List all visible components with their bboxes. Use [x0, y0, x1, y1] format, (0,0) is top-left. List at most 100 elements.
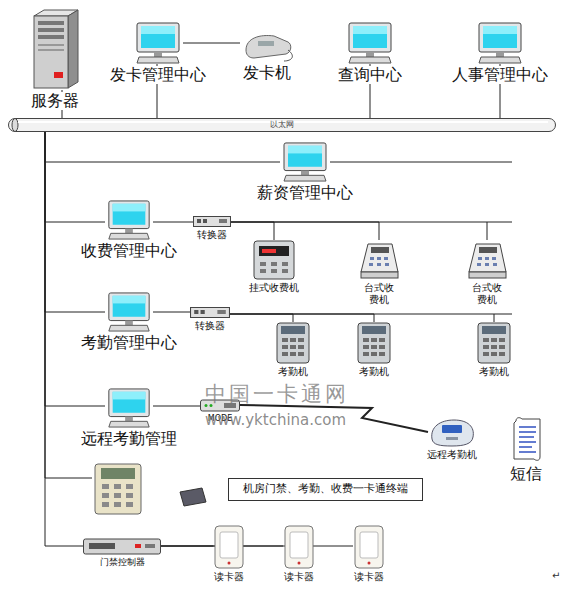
remote-attendance-node: 远程考勤机 — [428, 417, 476, 447]
cardmachine-icon — [240, 30, 294, 62]
node-label: 服务器 — [31, 92, 79, 110]
monitor-icon-part — [125, 321, 133, 326]
cardmachine-icon-part — [258, 41, 274, 46]
monitor-icon-part — [109, 389, 149, 417]
monitor-icon-part — [109, 421, 149, 427]
computer-node: 薪资管理中心 — [280, 142, 330, 182]
server-icon-part — [54, 72, 63, 78]
attendance-icon-part — [282, 345, 288, 349]
connector — [183, 43, 240, 44]
paydesk-icon-part — [385, 263, 389, 266]
terminal-icon-part — [101, 468, 135, 479]
monitor-icon-part — [109, 233, 149, 239]
node-label: 读卡器 — [284, 571, 314, 583]
server-icon-part — [34, 16, 68, 88]
pos-terminal-node: 台式收费机 — [358, 240, 400, 280]
attendance-icon-part — [379, 338, 385, 342]
payhang-icon-part — [282, 262, 288, 266]
monitor-icon — [133, 22, 183, 64]
converter-icon-part — [194, 217, 231, 227]
node-label: 收费管理中心 — [81, 242, 177, 260]
terminal-icon-part — [180, 488, 206, 506]
paydesk-icon-part — [478, 257, 482, 260]
node-label: 发卡机 — [243, 64, 291, 82]
node-label: 以太网 — [270, 118, 294, 132]
monitor-icon-part — [366, 52, 374, 57]
reader-icon-part — [368, 562, 371, 565]
paydesk-icon-part — [369, 263, 373, 266]
monitor-icon-part — [479, 57, 521, 63]
remote-icon — [428, 417, 476, 447]
monitor-icon-part — [301, 171, 309, 176]
terminal-icon-part — [102, 502, 109, 507]
reader-icon — [353, 525, 385, 569]
ethernet-bus: 以太网 — [8, 118, 556, 132]
controller-icon-part — [135, 544, 141, 548]
monitor-icon — [105, 388, 153, 428]
remote-icon-part — [432, 420, 474, 446]
server-icon-part — [38, 28, 64, 32]
monitor-icon-part — [288, 146, 322, 154]
server-icon-part — [38, 21, 64, 25]
computer-node: 人事管理中心 — [475, 22, 525, 64]
payhang-icon-part — [260, 269, 266, 273]
wire-extension — [494, 314, 512, 315]
monitor-icon-part — [113, 392, 146, 400]
monitor-icon-part — [353, 26, 387, 48]
payhang-icon-part — [271, 262, 277, 266]
attendance-icon — [275, 322, 311, 364]
card-reader-node: 读卡器 — [213, 525, 245, 569]
converter-icon — [193, 216, 231, 227]
card-reader-node: 读卡器 — [283, 525, 315, 569]
scroll-icon-part — [519, 451, 536, 453]
monitor-icon-part — [137, 23, 179, 52]
server-icon-part — [38, 44, 64, 46]
monitor-icon-part — [113, 296, 146, 317]
paydesk-icon-part — [377, 257, 381, 260]
node-label: 薪资管理中心 — [257, 184, 353, 202]
attendance-icon-part — [499, 338, 505, 342]
attendance-icon-part — [290, 352, 296, 356]
node-label: 转换器 — [195, 320, 225, 332]
attendance-icon-part — [483, 338, 489, 342]
remote-icon-part — [446, 437, 458, 440]
attendance-icon-part — [371, 345, 377, 349]
monitor-icon-part — [109, 293, 149, 321]
attendance-icon-part — [298, 345, 304, 349]
attendance-icon-part — [379, 345, 385, 349]
monitor-icon-part — [496, 52, 504, 57]
monitor-icon — [280, 142, 330, 182]
connector — [230, 314, 293, 322]
pos-terminal-node: 挂式收费机 — [252, 240, 296, 280]
connector — [153, 406, 200, 407]
paydesk-icon-part — [371, 247, 389, 253]
node-label: 考勤机 — [479, 366, 509, 378]
scroll-icon-part — [514, 418, 540, 461]
connector — [230, 314, 374, 322]
paydesk-icon-part — [361, 272, 398, 278]
node-label: 台式收费机 — [471, 282, 503, 305]
paragraph-mark: ↵ — [552, 570, 560, 581]
attendance-icon-part — [478, 323, 510, 363]
card-issuer-node: 发卡机 — [240, 30, 294, 62]
cardmachine-icon-part — [284, 50, 292, 61]
converter-node: 转换器 — [193, 216, 231, 227]
watermark-url: www.yktchina.com — [205, 411, 346, 429]
payhang-icon-part — [260, 262, 266, 266]
attendance-node: 考勤机 — [356, 322, 392, 364]
monitor-icon-part — [113, 392, 146, 413]
computer-node: 收费管理中心 — [105, 200, 153, 240]
reader-icon-part — [228, 562, 231, 565]
converter-icon — [190, 307, 230, 318]
paydesk-icon-part — [469, 272, 506, 278]
bus-icon-part — [12, 119, 18, 132]
payhang-icon-part — [282, 269, 288, 273]
paydesk-icon — [466, 240, 508, 280]
attendance-icon-part — [290, 338, 296, 342]
attendance-icon — [356, 322, 392, 364]
attendance-icon-part — [363, 352, 369, 356]
converter-icon-part — [201, 310, 205, 314]
bus-icon-part — [9, 119, 556, 132]
monitor-icon-part — [349, 23, 391, 52]
